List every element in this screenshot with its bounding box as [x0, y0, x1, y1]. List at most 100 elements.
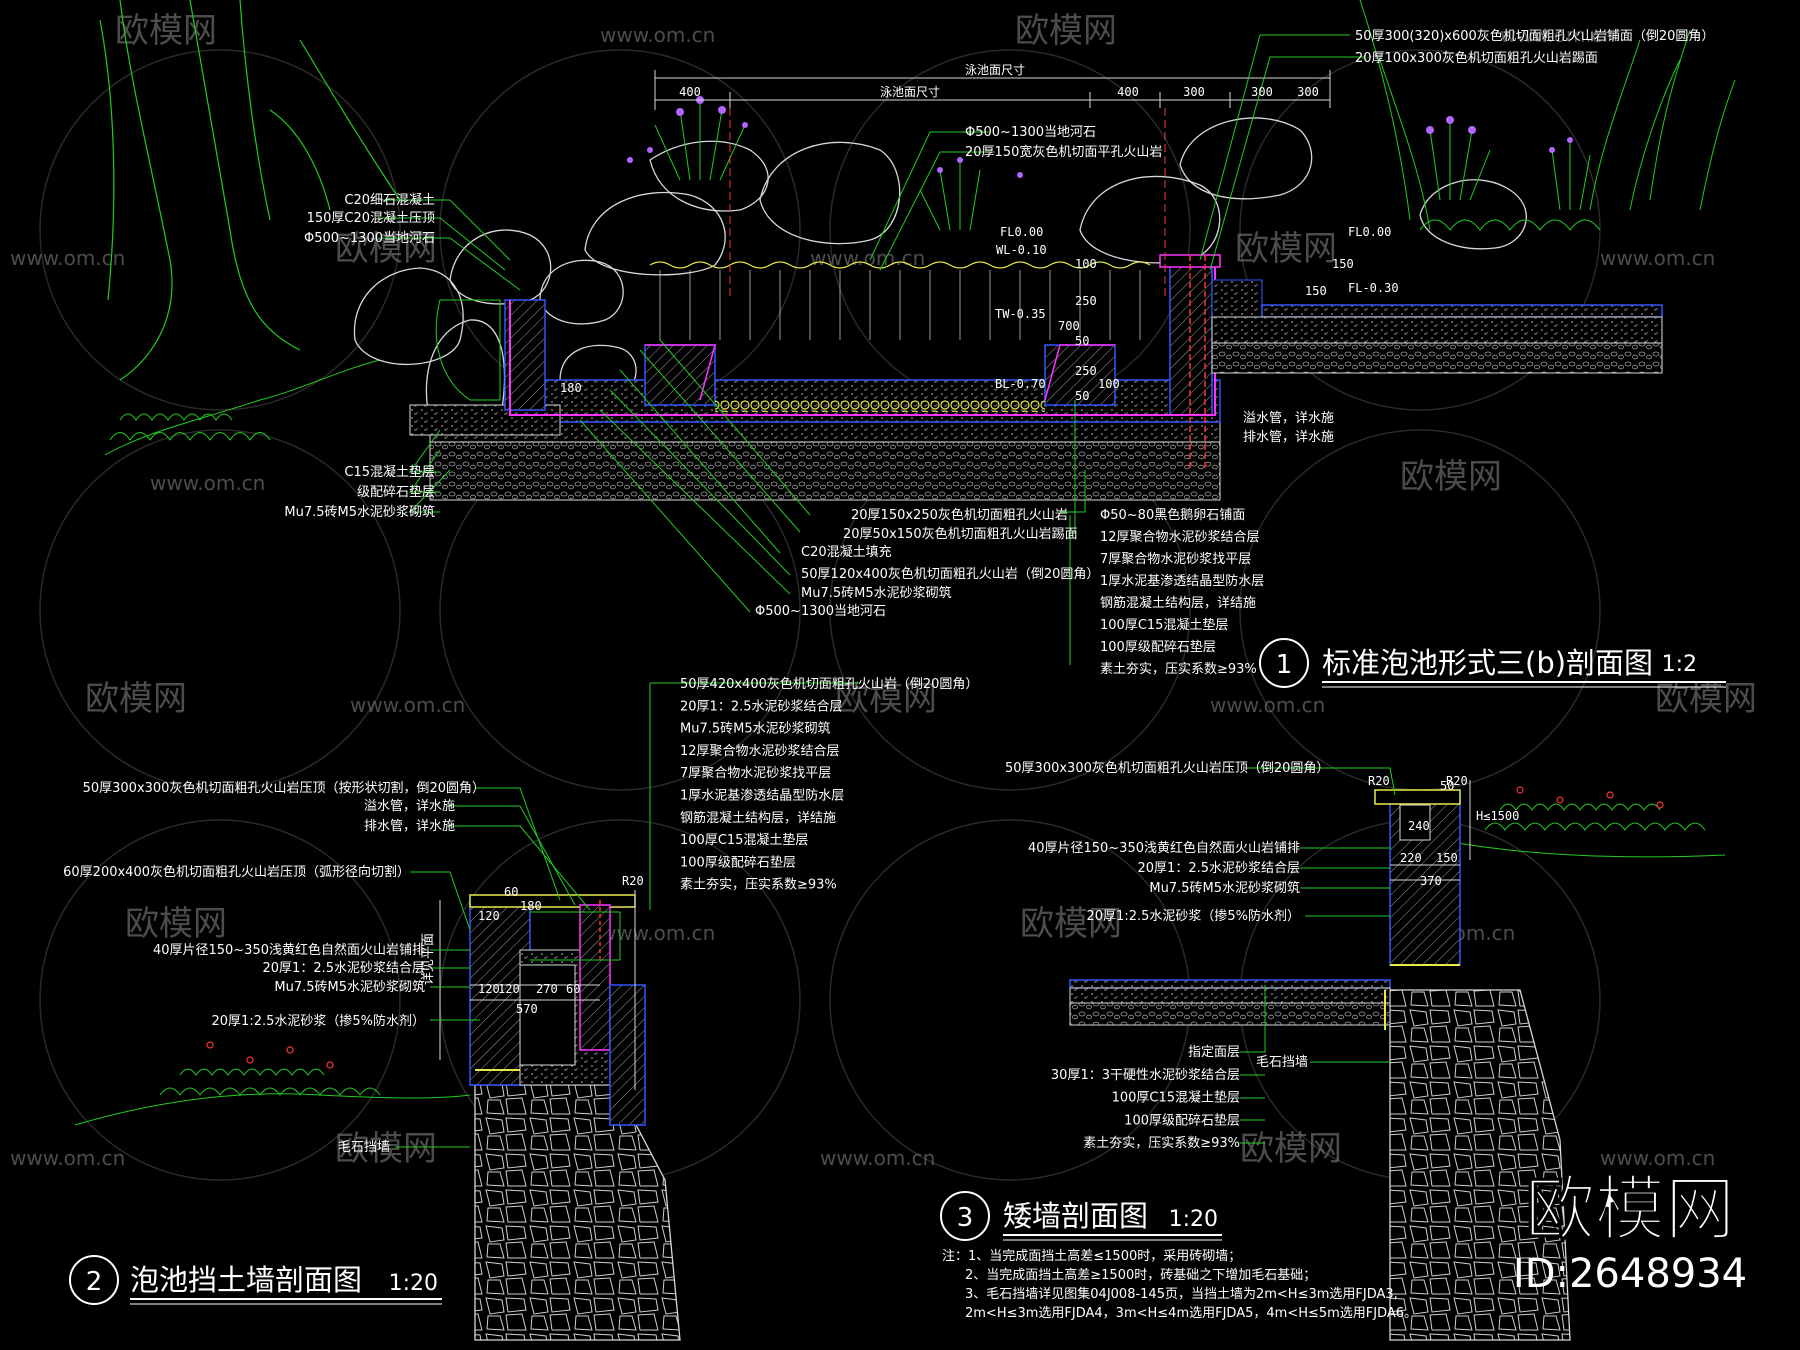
shrub-left [104, 359, 381, 456]
material-note: 40厚片径150~350浅黄红色自然面火山岩铺排 [153, 942, 425, 958]
level-marker-text: WL-0.10 [996, 243, 1047, 257]
layer-note: 1厚水泥基渗透结晶型防水层 [1100, 573, 1264, 589]
watermark-logo: 欧模网 [835, 679, 937, 719]
pipe-note: 溢水管，详水施 [1243, 411, 1334, 426]
material-note: 20厚150x250灰色机切面粗孔火山岩 [851, 507, 1068, 523]
red-flower-dots-s3 [1516, 786, 1664, 809]
pool-structure [409, 254, 1663, 501]
material-note: 排水管，详水施 [364, 819, 455, 834]
watermark-url: www.om.cn [1600, 1146, 1715, 1170]
section-2-number: 2 [86, 1267, 103, 1297]
material-note: 50厚120x400灰色机切面粗孔火山岩（倒20圆角） [801, 566, 1099, 582]
material-note: Φ500~1300当地河石 [304, 231, 435, 246]
dimension-text: 60 [566, 982, 580, 996]
level-marker-text: FL0.00 [1348, 225, 1391, 239]
layer-note: 100厚C15混凝土垫层 [1100, 617, 1228, 633]
pool-water-lines [659, 270, 1141, 340]
section-3-scale: 1:20 [1169, 1207, 1218, 1232]
dimension-text: 300 [1297, 85, 1319, 99]
section-1-title-block: 1 标准泡池形式三(b)剖面图 1:2 [1259, 638, 1726, 688]
watermark-logo: 欧模网 [85, 679, 187, 719]
watermark-url: www.om.cn [1210, 693, 1325, 717]
dimension-text: 180 [560, 381, 582, 395]
material-note: 溢水管，详水施 [364, 799, 455, 814]
section-2-drawing: 50厚420x400灰色机切面粗孔火山岩（倒20圆角） 20厚1：2.5水泥砂浆结… [63, 676, 978, 1341]
layer-note: 100厚级配碎石垫层 [1124, 1112, 1240, 1128]
watermark-logo: 欧模网 [1020, 904, 1122, 944]
section-2-title: 泡池挡土墙剖面图 [130, 1263, 362, 1297]
material-note: 50厚300x300灰色机切面粗孔火山岩压顶（倒20圆角） [1005, 760, 1329, 776]
purple-flowers [627, 96, 1573, 178]
material-note: 60厚200x400灰色机切面粗孔火山岩压顶（弧形径向切割） [63, 864, 410, 880]
dimension-overall-text: 泳池面尺寸 [965, 63, 1025, 77]
level-marker-text: FL-0.30 [1348, 281, 1399, 295]
layer-note: 7厚聚合物水泥砂浆找平层 [1100, 552, 1251, 567]
layer-note: Mu7.5砖M5水泥砂浆砌筑 [680, 721, 831, 737]
material-note: C15混凝土垫层 [344, 464, 435, 480]
section-3-annotations: 50厚300x300灰色机切面粗孔火山岩压顶（倒20圆角）40厚片径150~35… [942, 760, 1519, 1321]
material-note: C20细石混凝土 [344, 192, 435, 208]
section-2-scale: 1:20 [389, 1271, 438, 1296]
material-note: 20厚1:2.5水泥砂浆（掺5%防水剂） [1087, 908, 1301, 924]
layer-note: 20厚1：2.5水泥砂浆结合层 [680, 699, 843, 714]
section-2-annotations: 50厚420x400灰色机切面粗孔火山岩（倒20圆角） 20厚1：2.5水泥砂浆结… [63, 676, 978, 1155]
layer-note: 7厚聚合物水泥砂浆找平层 [680, 766, 831, 781]
layer-note: 30厚1：3干硬性水泥砂浆结合层 [1051, 1068, 1240, 1083]
dimension-text: 250 [1075, 364, 1097, 378]
dimension-text: 570 [516, 1002, 538, 1016]
dimension-text: 250 [1075, 294, 1097, 308]
section-3-number: 3 [957, 1203, 974, 1233]
layer-note: 钢筋混凝土结构层，详结施 [1100, 595, 1256, 611]
dimension-text: 370 [1420, 874, 1442, 888]
section-3-title: 矮墙剖面图 [1003, 1199, 1148, 1233]
dimension-text: 400 [679, 85, 701, 99]
watermark-logo: 欧模网 [1235, 229, 1337, 269]
wall-label: 毛石挡墙 [1256, 1055, 1308, 1070]
material-note: 50厚300x300灰色机切面粗孔火山岩压顶（按形状切割，倒20圆角） [83, 780, 485, 796]
section-3-number-circle [940, 1191, 990, 1241]
layer-note: 100厚C15混凝土垫层 [680, 832, 808, 848]
watermark-logo: 欧模网 [1655, 679, 1757, 719]
layer-note: 50厚420x400灰色机切面粗孔火山岩（倒20圆角） [680, 676, 978, 692]
dimension-text: 300 [1183, 85, 1205, 99]
dimension-text: 60 [504, 885, 518, 899]
material-note: 20厚50x150灰色机切面粗孔火山岩踢面 [843, 526, 1078, 542]
layer-note: 指定面层 [1188, 1045, 1240, 1060]
watermark-url: www.om.cn [150, 471, 265, 495]
watermark-logo: 欧模网 [115, 11, 217, 51]
dimension-text: 300 [1251, 85, 1273, 99]
red-flower-dots-s2 [206, 1041, 334, 1069]
dimension-text: 50 [1440, 779, 1454, 793]
layer-note: Φ50~80黑色鹅卵石铺面 [1100, 507, 1245, 523]
material-note: 50厚300(320)x600灰色机切面粗孔火山岩铺面（倒20圆角） [1355, 28, 1714, 44]
material-note: Mu7.5砖M5水泥砂浆砌筑 [274, 979, 425, 995]
retaining-wall-s2 [469, 894, 681, 1341]
side-label: 详见平面 [421, 933, 436, 985]
watermark-url: www.om.cn [600, 23, 715, 47]
dimension-text: 150 [1305, 284, 1327, 298]
dimension-text: 150 [1436, 851, 1458, 865]
section-1-scale: 1:2 [1662, 652, 1697, 677]
dimension-text: 700 [1058, 319, 1080, 333]
material-note: 20厚1：2.5水泥砂浆结合层 [263, 961, 426, 976]
shrub-s3 [1439, 803, 1726, 858]
watermark-logo: 欧模网 [1015, 11, 1117, 51]
remark-line: 2、当完成面挡土高差≥1500时，砖基础之下增加毛石基础； [965, 1267, 1316, 1283]
leader-lines-s3 [1240, 767, 1396, 1144]
watermark-logo: 欧模网 [1240, 1129, 1342, 1169]
dimension-text: 50 [1075, 389, 1089, 403]
layer-note: 素土夯实，压实系数≥93% [1100, 662, 1257, 677]
layer-note: 100厚C15混凝土垫层 [1112, 1090, 1240, 1106]
watermark-url: www.om.cn [600, 921, 715, 945]
remark-line: 2m<H≤3m选用FJDA4，3m<H≤4m选用FJDA5，4m<H≤5m选用F… [965, 1306, 1417, 1321]
material-note: 20厚1:2.5水泥砂浆（掺5%防水剂） [212, 1013, 426, 1029]
material-note: 级配碎石垫层 [357, 484, 435, 500]
model-id-text: ID:2648934 [1513, 1251, 1747, 1297]
section-1-number-circle [1259, 638, 1309, 688]
watermark-url: www.om.cn [810, 246, 925, 270]
pipe-note: 排水管，详水施 [1243, 430, 1334, 445]
watermark-url: www.om.cn [1600, 246, 1715, 270]
section-1-drawing: 400泳池面尺寸400300300300泳池面尺寸FL0.00WL-0.10TW… [99, 0, 1736, 677]
section-2-title-block: 2 泡池挡土墙剖面图 1:20 [69, 1255, 442, 1305]
